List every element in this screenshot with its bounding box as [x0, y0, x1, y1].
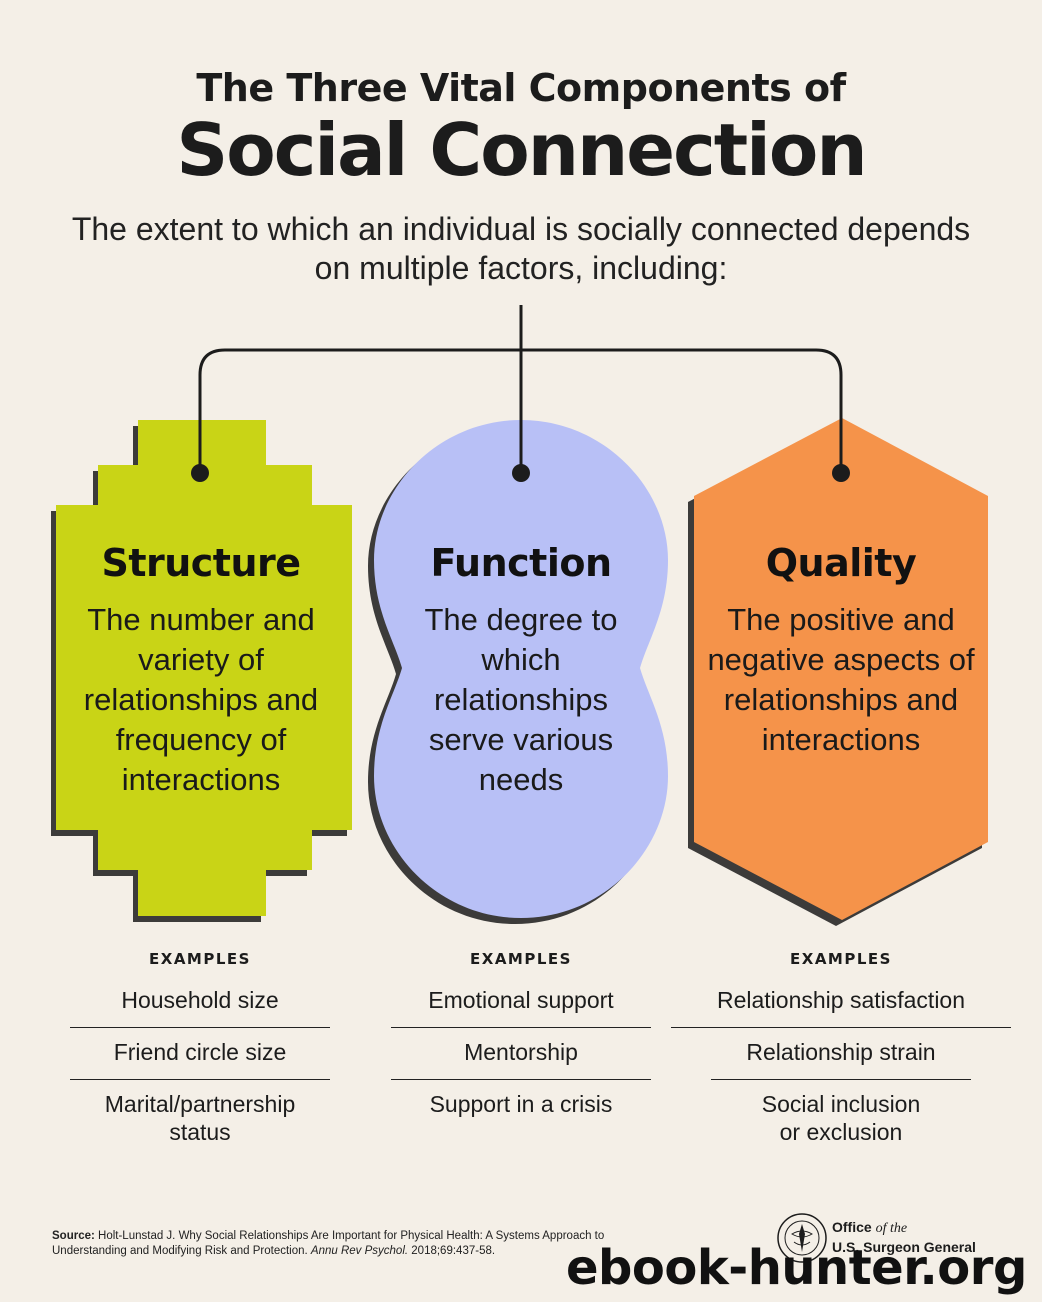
quality-description: The positive and negative aspects of rel… — [707, 602, 975, 757]
list-item: Marital/partnership status — [104, 1091, 296, 1145]
list-item: Household size — [70, 976, 330, 1028]
source-ref: 2018;69:437-58. — [411, 1245, 496, 1257]
office-logo-text: Office of the U.S. Surgeon General — [832, 1218, 976, 1256]
surgeon-general-seal-icon — [777, 1213, 827, 1263]
source-text: Holt-Lunstad J. Why Social Relationships… — [52, 1230, 605, 1257]
page-subtitle: The Three Vital Components of — [196, 66, 846, 110]
watermark-text: ebook-hunter.org — [566, 1240, 1027, 1296]
office-line1: Office — [832, 1219, 872, 1235]
quality-card: Quality The positive and negative aspect… — [706, 540, 976, 760]
structure-examples: EXAMPLES Household size Friend circle si… — [50, 946, 350, 1159]
function-title: Function — [430, 541, 612, 585]
function-card: Function The degree to which relationshi… — [400, 540, 642, 800]
list-item: Support in a crisis — [429, 1091, 613, 1117]
structure-title: Structure — [101, 541, 301, 585]
quality-examples: EXAMPLES Relationship satisfaction Relat… — [671, 946, 1011, 1159]
structure-card: Structure The number and variety of rela… — [70, 540, 332, 800]
source-citation: Source: Holt-Lunstad J. Why Social Relat… — [52, 1229, 652, 1259]
source-journal: Annu Rev Psychol. — [310, 1245, 409, 1257]
list-item: Relationship satisfaction — [671, 976, 1011, 1028]
function-description: The degree to which relationships serve … — [424, 602, 618, 797]
structure-connector-dot — [191, 464, 209, 482]
page-title: Social Connection — [176, 108, 867, 192]
quality-title: Quality — [765, 541, 917, 585]
function-connector-dot — [512, 464, 530, 482]
examples-header: EXAMPLES — [790, 950, 892, 968]
structure-shape — [56, 420, 352, 916]
examples-header: EXAMPLES — [470, 950, 572, 968]
examples-header: EXAMPLES — [149, 950, 251, 968]
function-examples: EXAMPLES Emotional support Mentorship Su… — [371, 946, 671, 1131]
quality-connector-dot — [832, 464, 850, 482]
intro-text: The extent to which an individual is soc… — [71, 211, 971, 286]
connector-lines — [198, 305, 843, 472]
quality-shape — [694, 418, 988, 920]
source-label: Source: — [52, 1230, 95, 1242]
list-item: Relationship strain — [711, 1028, 971, 1080]
office-of: of the — [875, 1221, 908, 1236]
list-item: Friend circle size — [70, 1028, 330, 1080]
structure-description: The number and variety of relationships … — [83, 602, 319, 797]
office-line2: U.S. Surgeon General — [832, 1239, 976, 1255]
list-item: Emotional support — [391, 976, 651, 1028]
list-item: Social inclusion or exclusion — [761, 1091, 921, 1145]
list-item: Mentorship — [391, 1028, 651, 1080]
function-shape — [374, 420, 668, 918]
connector-bracket — [198, 348, 843, 472]
